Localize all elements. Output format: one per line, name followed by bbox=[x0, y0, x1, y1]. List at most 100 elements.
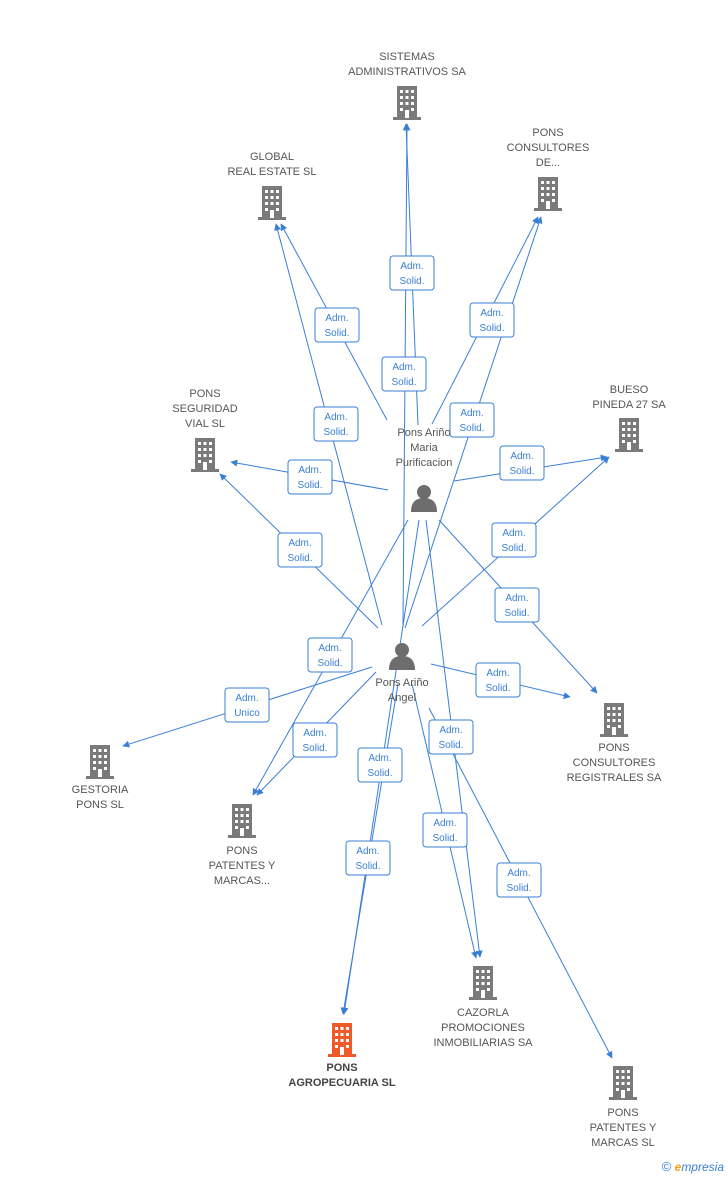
node-label-line: ADMINISTRATIVOS SA bbox=[348, 66, 466, 78]
edge-label-p2-seguridad[interactable]: Adm.Solid. bbox=[277, 532, 323, 568]
company-node-cazorla[interactable]: CAZORLA PROMOCIONES INMOBILIARIAS SA bbox=[433, 966, 533, 1049]
company-node-consultores_de[interactable]: PONSCONSULTORESDE... bbox=[507, 127, 590, 211]
edge-label-p1-agropecuaria[interactable]: Adm.Solid. bbox=[357, 747, 403, 783]
edge-label-p2-bueso[interactable]: Adm.Solid. bbox=[491, 522, 537, 558]
edge-label-p1-global[interactable]: Adm.Solid. bbox=[314, 307, 360, 343]
node-label-line: CONSULTORES bbox=[507, 142, 590, 154]
edge-label-p1-sistemas[interactable]: Adm.Solid. bbox=[389, 255, 435, 291]
node-label-line: Angel bbox=[388, 692, 416, 704]
edge-label-p1-bueso[interactable]: Adm.Solid. bbox=[499, 445, 545, 481]
node-label-line: PONS bbox=[189, 388, 220, 400]
edge-label-text: Adm. bbox=[325, 313, 348, 324]
edge-label-text: Adm. bbox=[303, 728, 326, 739]
brand-logo-text: mpresia bbox=[681, 1160, 724, 1174]
edge-label-box bbox=[381, 356, 427, 392]
edge-label-text: Solid. bbox=[479, 323, 504, 334]
person-icon bbox=[389, 643, 415, 670]
edge-label-text: Adm. bbox=[298, 465, 321, 476]
edge-label-p1-consultores_de[interactable]: Adm. Solid. bbox=[469, 302, 515, 338]
node-label-line: Pons Ariño bbox=[375, 677, 428, 689]
edge-label-box bbox=[491, 522, 537, 558]
node-label-line: MARCAS... bbox=[214, 875, 270, 887]
edge-label-text: Adm. bbox=[480, 308, 503, 319]
edge-label-text: Adm. bbox=[486, 668, 509, 679]
building-icon bbox=[469, 966, 497, 1000]
edge-label-box bbox=[475, 662, 521, 698]
edge-label-box bbox=[389, 255, 435, 291]
edge-label-p2-consultores_de[interactable]: Adm.Solid. bbox=[449, 402, 495, 438]
edge-label-p2-agropecuaria[interactable]: Adm.Solid. bbox=[345, 840, 391, 876]
edge-label-box bbox=[428, 719, 474, 755]
building-icon bbox=[191, 438, 219, 472]
edge-label-text: Adm. bbox=[507, 868, 530, 879]
node-label-line: DE... bbox=[536, 157, 560, 169]
edge-label-box bbox=[499, 445, 545, 481]
node-label-line: PROMOCIONES bbox=[441, 1022, 525, 1034]
node-label-line: MARCAS SL bbox=[591, 1137, 655, 1149]
node-label-line: PONS bbox=[598, 742, 629, 754]
node-label-line: GLOBAL bbox=[250, 151, 294, 163]
node-label-line: CAZORLA bbox=[457, 1007, 510, 1019]
node-label-line: Purificacion bbox=[396, 457, 453, 469]
edge-label-text: Adm. bbox=[460, 408, 483, 419]
edge-label-text: Adm. bbox=[505, 593, 528, 604]
node-label-line: SEGURIDAD bbox=[172, 403, 237, 415]
building-icon bbox=[600, 703, 628, 737]
edge-label-p2-patentes2[interactable]: Adm. Solid. bbox=[496, 862, 542, 898]
edge-label-text: Solid. bbox=[323, 427, 348, 438]
edge-label-box bbox=[307, 637, 353, 673]
edge-label-box bbox=[224, 687, 270, 723]
edge-label-text: Adm. bbox=[439, 725, 462, 736]
building-icon bbox=[258, 186, 286, 220]
edge-label-text: Adm. bbox=[356, 846, 379, 857]
node-label-line: PONS SL bbox=[76, 799, 124, 811]
footer-brand[interactable]: © empresia bbox=[662, 1159, 724, 1174]
edge-label-p2-global[interactable]: Adm. Solid. bbox=[313, 406, 359, 442]
edge-label-text: Solid. bbox=[509, 466, 534, 477]
company-node-seguridad[interactable]: PONS SEGURIDAD VIAL SL bbox=[172, 388, 238, 472]
edge-label-p1-registrales[interactable]: Adm.Solid. bbox=[494, 587, 540, 623]
edge-label-text: Adm. bbox=[392, 362, 415, 373]
building-icon bbox=[534, 177, 562, 211]
edge-label-p2-cazorla[interactable]: Adm.Solid. bbox=[422, 812, 468, 848]
edge-label-text: Adm. bbox=[324, 412, 347, 423]
edge-label-p1-seguridad[interactable]: Adm. Solid. bbox=[287, 459, 333, 495]
edge-label-box bbox=[345, 840, 391, 876]
edge-label-text: Adm. bbox=[318, 643, 341, 654]
node-label-line: INMOBILIARIAS SA bbox=[433, 1037, 533, 1049]
edge-label-text: Solid. bbox=[506, 883, 531, 894]
edge-label-p2-gestoria[interactable]: Adm.Unico bbox=[224, 687, 270, 723]
edge-label-box bbox=[314, 307, 360, 343]
edge-label-box bbox=[287, 459, 333, 495]
edge-label-p1-cazorla[interactable]: Adm. Solid. bbox=[428, 719, 474, 755]
edge-label-text: Solid. bbox=[438, 740, 463, 751]
edge-label-p1-patentes1[interactable]: Adm. Solid. bbox=[307, 637, 353, 673]
edge-label-text: Solid. bbox=[297, 480, 322, 491]
edge-label-box bbox=[277, 532, 323, 568]
edge-label-p2-sistemas[interactable]: Adm.Solid. bbox=[381, 356, 427, 392]
brand-logo-letter: e bbox=[674, 1160, 682, 1174]
edge-label-text: Adm. bbox=[502, 528, 525, 539]
node-label-line: VIAL SL bbox=[185, 418, 225, 430]
edge-label-box bbox=[292, 722, 338, 758]
node-label-line: AGROPECUARIA SL bbox=[288, 1077, 395, 1089]
edge-label-p2-patentes1[interactable]: Adm.Solid. bbox=[292, 722, 338, 758]
edge-label-p2-registrales[interactable]: Adm.Solid. bbox=[475, 662, 521, 698]
edge-label-text: Solid. bbox=[317, 658, 342, 669]
edge-label-text: Solid. bbox=[287, 553, 312, 564]
edge-label-text: Adm. bbox=[235, 693, 258, 704]
node-label-line: PONS bbox=[226, 845, 257, 857]
building-icon bbox=[328, 1023, 356, 1057]
node-label-line: PINEDA 27 SA bbox=[592, 399, 666, 411]
node-label-line: REGISTRALES SA bbox=[567, 772, 662, 784]
